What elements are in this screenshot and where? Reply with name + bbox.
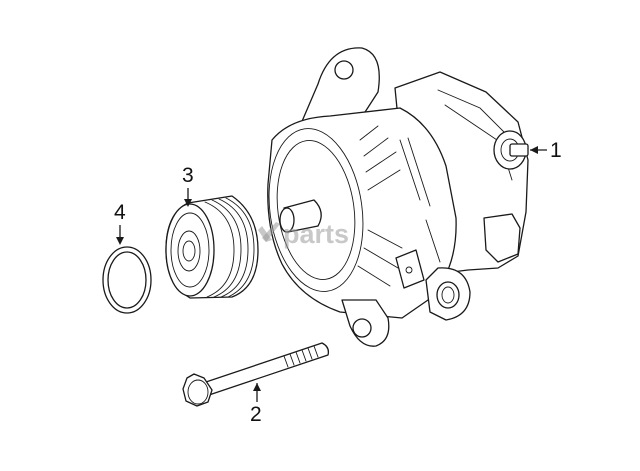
callout-4: 4	[114, 201, 126, 245]
logo-icon	[258, 222, 280, 242]
callout-2: 2	[250, 383, 262, 426]
pulley-part[interactable]	[165, 195, 259, 299]
callout-2-label: 2	[250, 403, 262, 426]
callout-3: 3	[182, 164, 194, 207]
alternator-part[interactable]	[259, 47, 529, 347]
watermark: parts	[258, 219, 349, 249]
callout-1-label: 1	[550, 139, 562, 162]
seal-ring-part[interactable]	[102, 246, 152, 314]
callout-1: 1	[530, 139, 562, 162]
callout-4-label: 4	[114, 201, 126, 224]
callout-3-label: 3	[182, 164, 194, 187]
bolt-part[interactable]	[182, 342, 330, 407]
watermark-text: parts	[283, 219, 349, 249]
